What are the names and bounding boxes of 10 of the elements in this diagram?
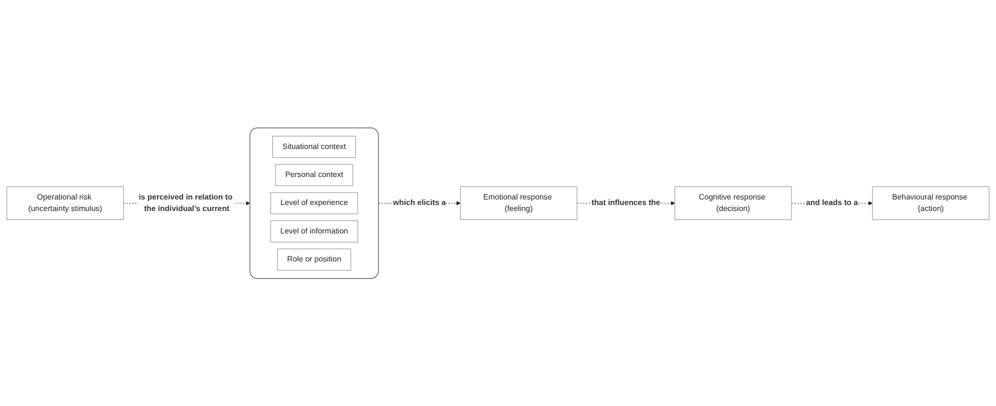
node-box <box>277 248 352 270</box>
node-box <box>272 136 356 158</box>
node-box <box>270 192 358 214</box>
node-box <box>275 164 354 186</box>
node-box <box>872 186 990 220</box>
node-box <box>270 220 358 242</box>
node-box <box>674 186 792 220</box>
cluster <box>249 127 379 279</box>
node-box <box>460 186 578 220</box>
node-box <box>6 186 124 220</box>
